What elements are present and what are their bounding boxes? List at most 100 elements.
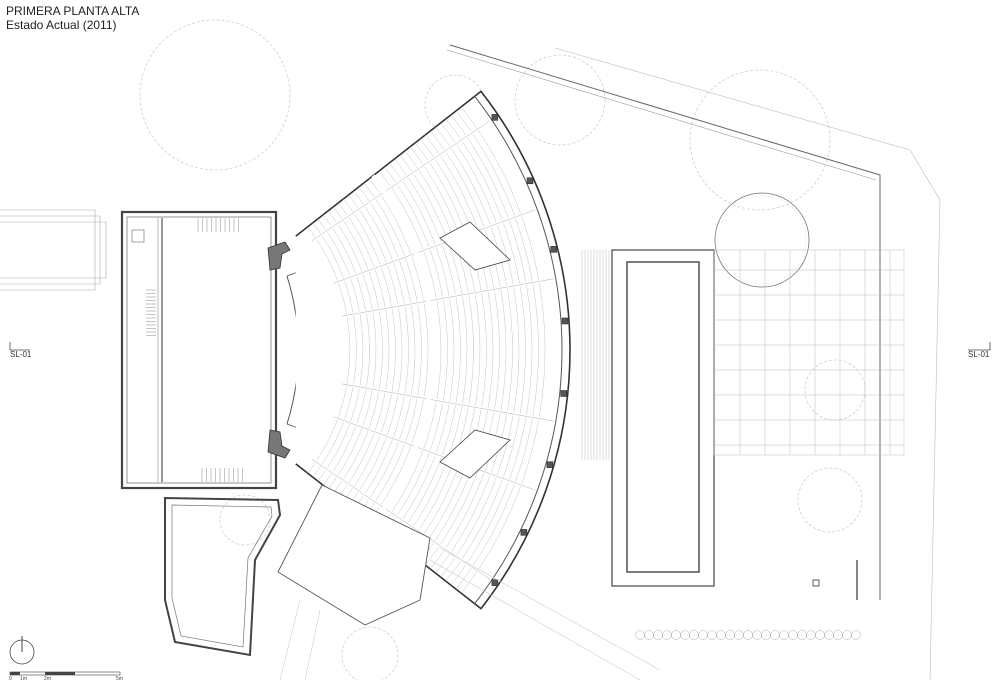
hedge: [725, 630, 735, 640]
plaza-steps: [581, 250, 610, 460]
hedge: [779, 630, 789, 640]
hedge: [806, 630, 816, 640]
reflecting-pool: [611, 249, 715, 587]
seat-row: [363, 182, 422, 518]
aisle-edge: [311, 120, 491, 242]
walkway: [279, 547, 661, 680]
hedge: [644, 630, 654, 640]
tree: [341, 626, 399, 680]
title-block: PRIMERA PLANTA ALTA Estado Actual (2011): [6, 4, 139, 32]
scale-label-1: 1m: [20, 676, 27, 680]
tree: [689, 69, 831, 211]
hedge: [671, 630, 681, 640]
stair-bottom: [201, 468, 243, 482]
hedge: [797, 630, 807, 640]
aisle-edge: [342, 383, 554, 422]
hedge: [842, 630, 852, 640]
seat-row: [389, 162, 455, 538]
aisle-edge: [342, 278, 554, 317]
north-arrow: [9, 636, 35, 665]
drawing-subtitle: Estado Actual (2011): [6, 18, 117, 32]
seat-row: [425, 134, 500, 566]
section-mark-left: SL-01: [10, 350, 32, 359]
terrace-grid: [713, 249, 905, 456]
scale-label-2: 2m: [44, 676, 51, 680]
seat-row: [322, 214, 370, 486]
tree: [219, 494, 271, 546]
tree: [797, 467, 863, 533]
hedge: [662, 630, 672, 640]
stage-house: [120, 210, 278, 490]
seat-row: [353, 190, 409, 510]
round-planter: [714, 192, 810, 288]
seat-row: [404, 150, 474, 550]
hedge-row: [635, 630, 861, 640]
vomitory-top: [439, 221, 511, 271]
terrace-outline: [713, 249, 905, 456]
hedge: [698, 630, 708, 640]
hedge: [743, 630, 753, 640]
auditorium: [295, 90, 571, 610]
seat-row: [384, 166, 448, 534]
site-boundaries: [446, 44, 941, 680]
seat-row: [399, 154, 468, 546]
proscenium: [267, 241, 291, 459]
left-path: [0, 209, 107, 291]
column: [491, 114, 499, 121]
seat-row: [312, 222, 357, 478]
hedge: [707, 630, 717, 640]
seat-row: [440, 122, 520, 578]
hedge: [734, 630, 744, 640]
lobby-block: [277, 484, 431, 626]
seat-row: [333, 206, 383, 494]
seat-row: [379, 170, 442, 530]
seat-row: [368, 178, 429, 522]
seat-row: [394, 158, 461, 542]
scale-label-3: 5m: [116, 676, 123, 680]
hedge: [653, 630, 663, 640]
tree: [804, 359, 866, 421]
seat-row: [409, 146, 481, 554]
scale-bar: 0 1m 2m 5m: [9, 671, 123, 680]
seat-row: [414, 142, 487, 558]
hedge: [770, 630, 780, 640]
drawing-title: PRIMERA PLANTA ALTA: [6, 4, 140, 18]
column-marker: [812, 579, 820, 587]
scale-label-0: 0: [9, 676, 12, 680]
tree: [514, 54, 606, 146]
hedge: [761, 630, 771, 640]
seat-row: [307, 226, 351, 474]
section-mark-right: SL-01: [968, 350, 990, 359]
seat-row: [455, 110, 539, 590]
hedge: [824, 630, 834, 640]
hedge: [752, 630, 762, 640]
seat-row: [430, 130, 507, 570]
round-planter-inner: [717, 195, 807, 285]
cross-aisle: [371, 174, 435, 526]
aisle-edge: [333, 209, 536, 284]
seat-row: [461, 106, 546, 594]
seat-row: [317, 218, 364, 482]
hedge: [635, 630, 645, 640]
stage-house-inner: [126, 216, 272, 484]
column: [491, 579, 499, 586]
hedge: [851, 630, 861, 640]
seat-row: [358, 186, 416, 514]
column: [546, 461, 554, 468]
seat-row: [445, 118, 526, 582]
hedge: [788, 630, 798, 640]
column: [550, 246, 557, 253]
column: [561, 317, 569, 325]
column: [520, 529, 528, 536]
planter-bottom-left: [164, 496, 282, 657]
stair-left: [146, 289, 156, 336]
column: [560, 390, 567, 397]
hedge: [716, 630, 726, 640]
seat-row: [420, 138, 494, 562]
seat-row: [435, 126, 513, 574]
hedge: [689, 630, 699, 640]
stair-top: [197, 218, 239, 232]
seat-row: [450, 114, 533, 586]
seat-row: [338, 202, 390, 498]
